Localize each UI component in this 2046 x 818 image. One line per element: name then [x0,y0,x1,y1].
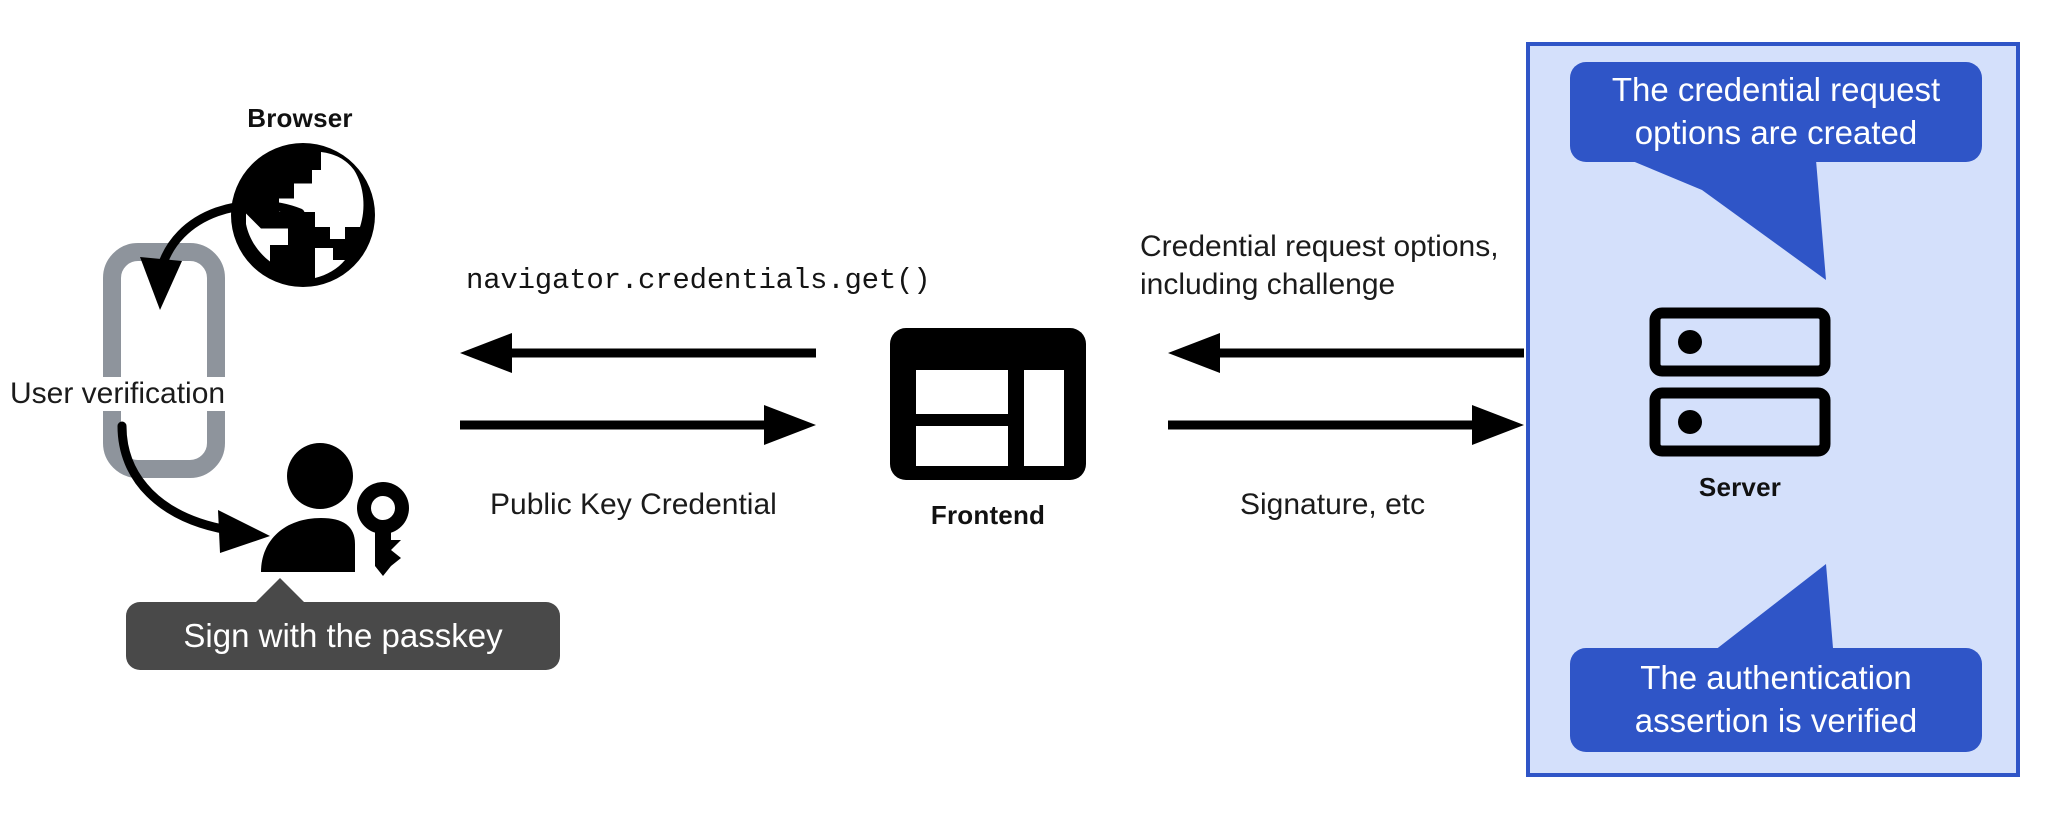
server-rack-icon [1649,307,1831,457]
browser-label: Browser [247,103,353,133]
signature-etc-label: Signature, etc [1240,488,1426,521]
arrow-browser-to-device [100,185,310,325]
user-verification-label: User verification [8,377,228,411]
credential-request-options-line1: Credential request options, [1140,230,1499,263]
frontend-label: Frontend [930,500,1046,530]
assertion-verified-callout: The authentication assertion is verified [1570,648,1982,752]
arrow-browser-to-frontend [460,405,816,445]
web-layout-icon [890,328,1086,480]
assertion-verified-callout-text: The authentication assertion is verified [1634,659,1918,739]
arrow-frontend-to-server [1168,405,1524,445]
arrow-server-to-frontend [1168,333,1524,373]
navigator-credentials-get-label: navigator.credentials.get() [466,264,931,297]
credential-request-options-line2: including challenge [1140,268,1396,302]
public-key-credential-label: Public Key Credential [490,488,777,521]
credential-options-callout-tail [1630,160,1860,290]
arrow-frontend-to-browser [460,333,816,373]
arrow-device-to-user [110,418,325,558]
credential-options-callout: The credential request options are creat… [1570,62,1982,162]
credential-options-callout-text: The credential request options are creat… [1611,71,1941,151]
credential-request-options-label: Credential request options, including ch… [1140,228,1540,305]
person-with-key-icon [255,440,430,580]
sign-with-passkey-tooltip: Sign with the passkey [126,602,560,670]
server-label: Server [1698,472,1782,502]
sign-tooltip-notch [254,578,306,604]
